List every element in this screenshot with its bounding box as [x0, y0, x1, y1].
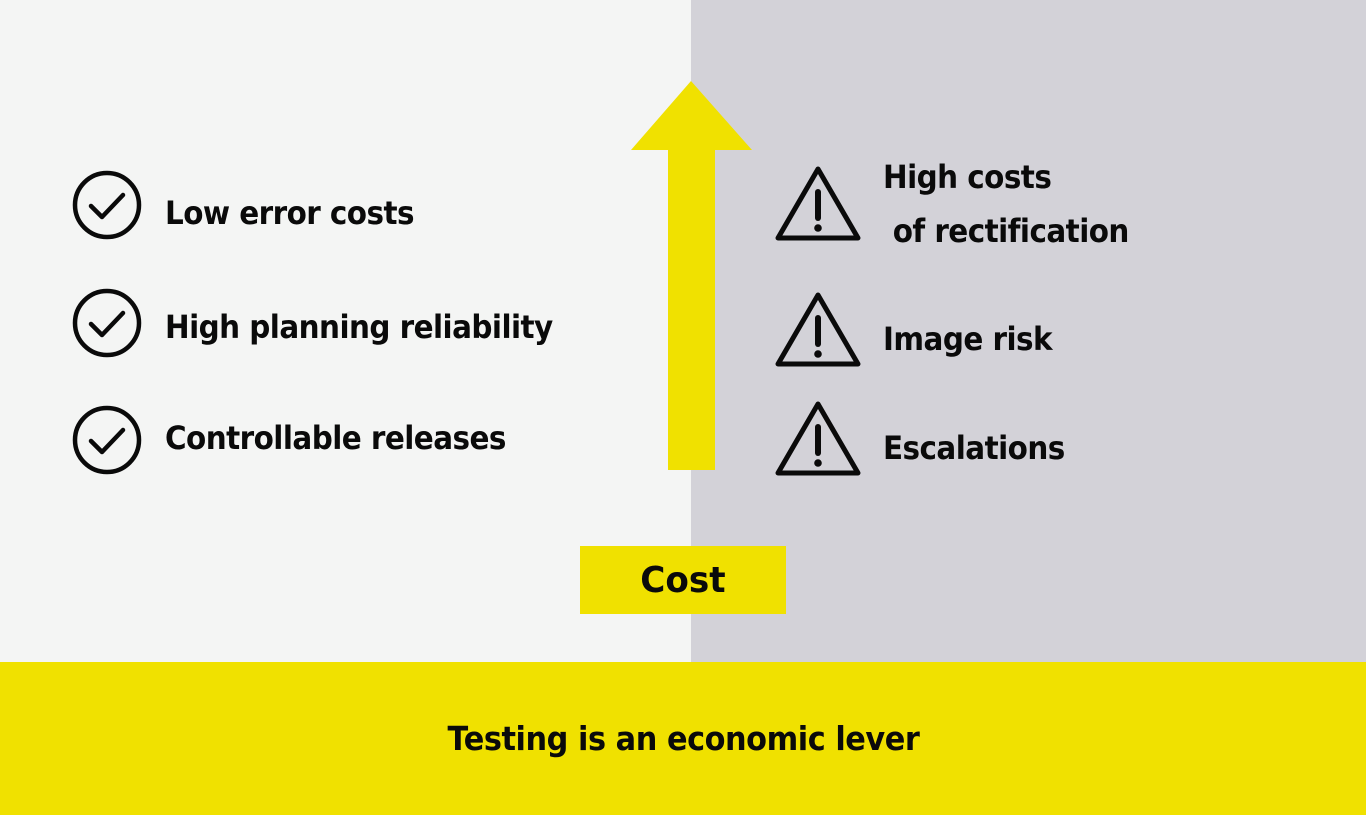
- benefit-item: Controllable releases: [165, 419, 536, 457]
- footer-banner: Testing is an economic lever: [0, 662, 1366, 815]
- footer-text: Testing is an economic lever: [447, 719, 919, 758]
- warning-triangle-icon: [775, 401, 861, 476]
- risk-item: Image risk: [883, 320, 1067, 358]
- risk-item: High costs of rectification: [883, 150, 1150, 258]
- benefit-label: Controllable releases: [165, 419, 506, 457]
- risk-label-line1: High costs: [883, 158, 1052, 196]
- benefits-panel: [0, 0, 691, 662]
- cost-axis-label: Cost: [580, 546, 786, 614]
- risk-label: Image risk: [883, 320, 1053, 358]
- warning-triangle-icon: [775, 166, 861, 241]
- risk-item: Escalations: [883, 429, 1081, 467]
- risks-panel: [691, 0, 1366, 662]
- cost-label: Cost: [640, 559, 726, 601]
- risk-label: Escalations: [883, 429, 1065, 467]
- check-circle-icon: [72, 405, 142, 475]
- benefit-label: Low error costs: [165, 194, 415, 232]
- check-circle-icon: [72, 170, 142, 240]
- benefit-item: High planning reliability: [165, 308, 586, 346]
- benefit-label: High planning reliability: [165, 308, 553, 346]
- warning-triangle-icon: [775, 292, 861, 367]
- check-circle-icon: [72, 288, 142, 358]
- risk-label-line2: of rectification: [883, 212, 1130, 250]
- benefit-item: Low error costs: [165, 194, 436, 232]
